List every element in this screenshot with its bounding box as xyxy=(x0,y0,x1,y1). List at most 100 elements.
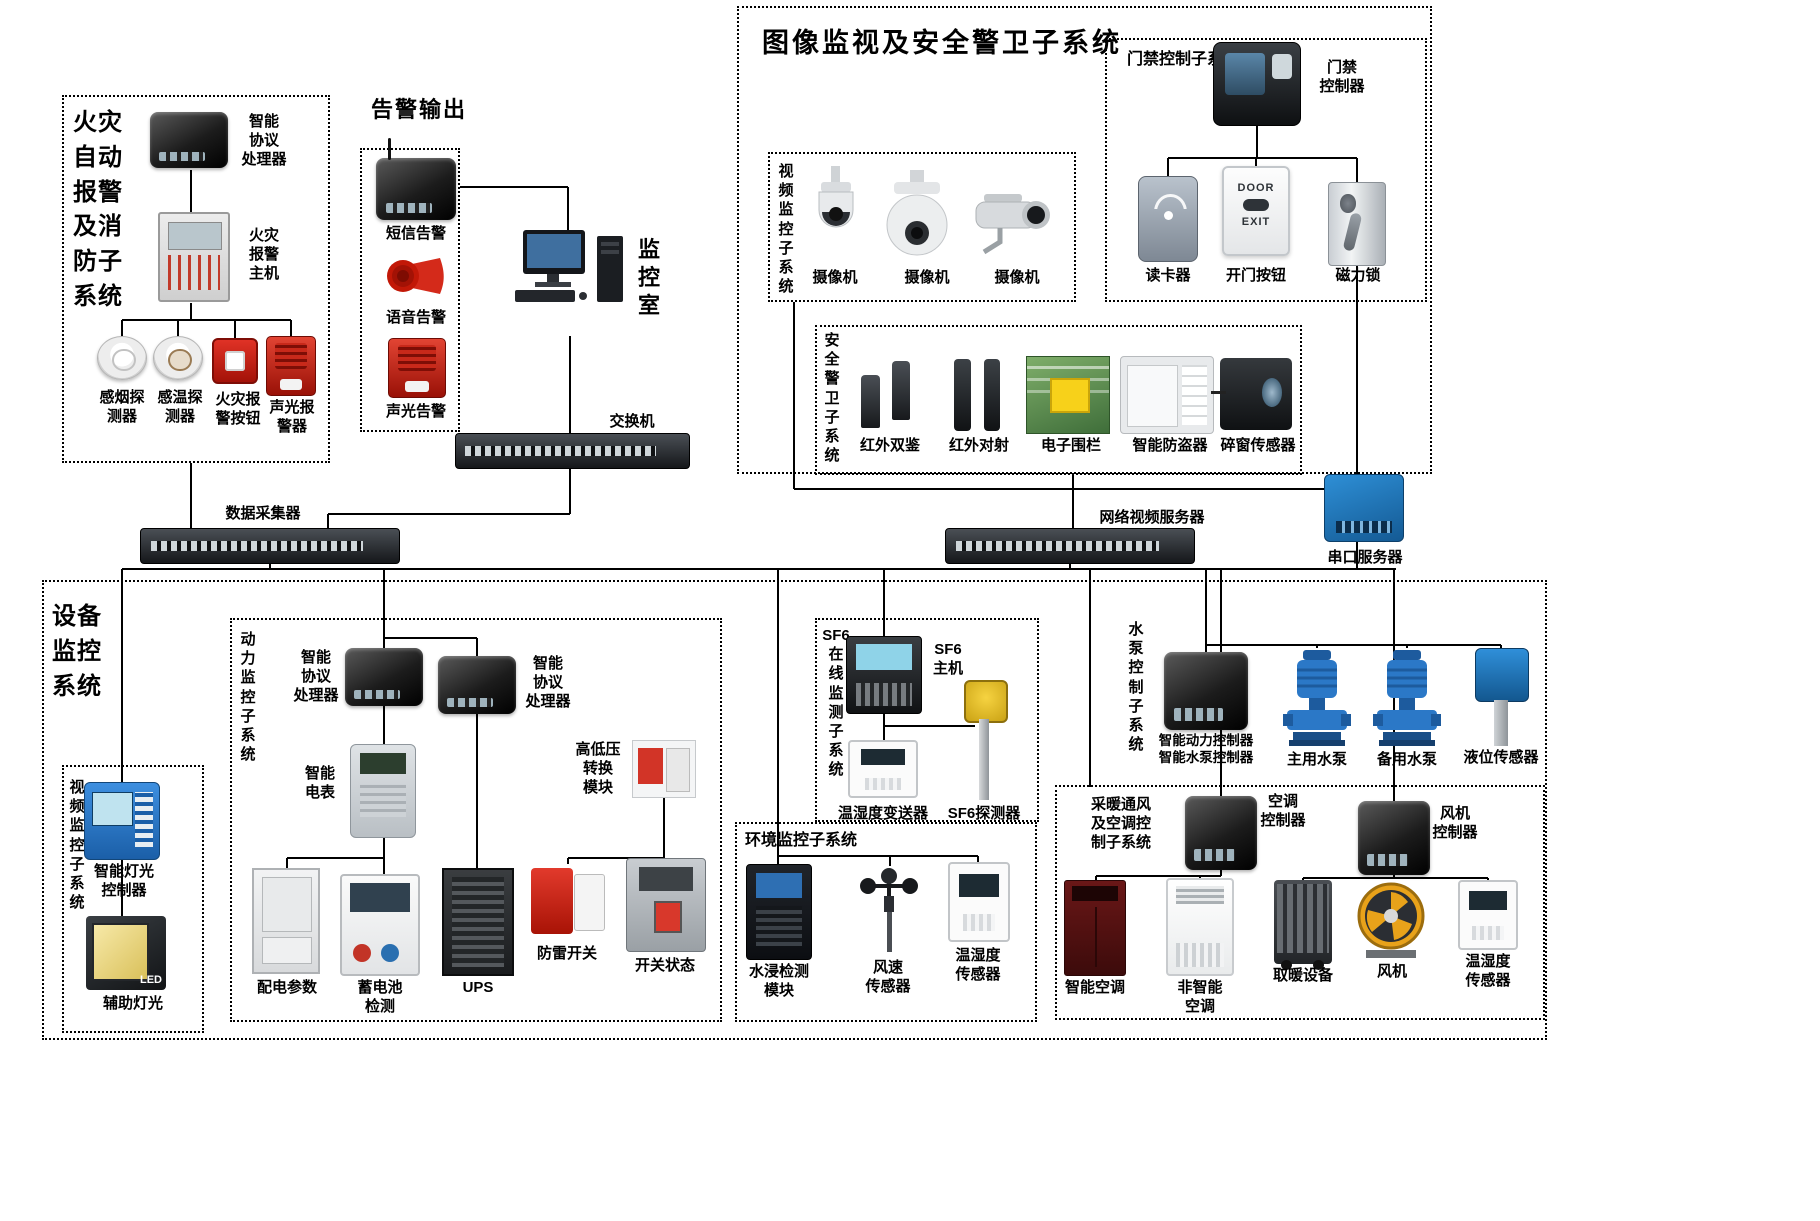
fire-alarm-host-label: 火灾 报警 主机 xyxy=(248,227,279,283)
sf6-host-label: SF6 主机 xyxy=(932,641,963,678)
fire-alarm-button-label: 火灾报 警按钮 xyxy=(215,391,261,428)
network-video-server-label: 网络视频服务器 xyxy=(1099,509,1205,526)
sound-light-alarm-image xyxy=(266,336,316,396)
network-switch-label: 交换机 xyxy=(609,413,655,430)
electronic-fence-image xyxy=(1026,356,1110,434)
card-reader-label: 读卡器 xyxy=(1145,267,1191,284)
monitor-room-title: 监 控 室 xyxy=(637,237,662,319)
smart-meter-image xyxy=(350,744,416,838)
access-control-title: 门禁控制子系统 xyxy=(1126,51,1239,68)
aux-light-image: LED xyxy=(86,916,166,990)
dome-camera-icon xyxy=(818,166,854,228)
env-monitor-box xyxy=(735,822,1037,1022)
pump-icon xyxy=(1373,650,1441,746)
non-smart-ac-image xyxy=(1166,878,1234,976)
bullet-camera-icon xyxy=(975,194,1050,255)
voice-alert-label: 语音告警 xyxy=(385,309,446,326)
smart-light-controller-image xyxy=(84,782,160,860)
access-controller-image xyxy=(1213,42,1301,126)
bullet-camera-image xyxy=(970,184,1062,259)
card-reader-image xyxy=(1138,176,1198,262)
smart-burglar-alarm-image xyxy=(1120,356,1214,434)
network-switch-image xyxy=(455,433,690,469)
battery-check-label: 蓄电池 检测 xyxy=(357,979,403,1016)
hv-lv-module-image xyxy=(632,740,696,798)
alarm-output-box xyxy=(360,148,460,432)
hvac-control-title: 采暖通风 及空调控 制子系统 xyxy=(1090,796,1151,852)
heating-device-label: 取暖设备 xyxy=(1272,967,1333,984)
smart-ac-label: 智能空调 xyxy=(1064,979,1125,996)
fire-alarm-button-image xyxy=(212,338,258,384)
glass-break-sensor-label: 碎窗传感器 xyxy=(1220,437,1296,454)
heating-device-image xyxy=(1274,880,1332,970)
door-button-door-text: DOOR xyxy=(1237,182,1275,194)
key-icon xyxy=(1243,199,1269,211)
device-monitor-title: 设备 监控 系统 xyxy=(52,603,102,700)
pump-icon xyxy=(1283,650,1351,746)
sf6-detector-label: SF6探测器 xyxy=(947,805,1021,822)
temp-detector-image xyxy=(153,336,203,380)
magnetic-lock-label: 磁力锁 xyxy=(1335,267,1381,284)
lightning-switch-image xyxy=(528,864,608,938)
switch-status-label: 开关状态 xyxy=(634,957,695,974)
sf6-host-image xyxy=(846,636,922,714)
network-video-server-image xyxy=(945,528,1195,564)
door-button-exit-text: EXIT xyxy=(1241,216,1271,228)
serial-server-label: 串口服务器 xyxy=(1327,549,1403,566)
led-text: LED xyxy=(140,974,162,986)
camera-2-label: 摄像机 xyxy=(904,269,950,286)
hvac-humiture-sensor-image xyxy=(1458,880,1518,950)
door-button-label: 开门按钮 xyxy=(1225,267,1286,284)
security-guard-box xyxy=(815,325,1302,475)
ups-image xyxy=(442,868,514,976)
temp-detector-label: 感温探 测器 xyxy=(157,389,203,426)
ir-dual-detector-image xyxy=(856,356,922,436)
camera-1-label: 摄像机 xyxy=(812,269,858,286)
wind-speed-sensor-image xyxy=(854,866,924,954)
door-button-image: DOOR EXIT xyxy=(1222,166,1290,256)
smart-burglar-alarm-label: 智能防盗器 xyxy=(1132,437,1208,454)
sound-light-alert-label: 声光告警 xyxy=(385,403,446,420)
access-controller-label: 门禁 控制器 xyxy=(1319,59,1365,96)
pump-controller-label: 智能动力控制器 智能水泵控制器 xyxy=(1158,733,1254,766)
ac-controller-label: 空调 控制器 xyxy=(1260,793,1306,830)
fan-label: 风机 xyxy=(1376,963,1407,980)
monitor-room-computer-image xyxy=(505,226,640,334)
data-collector-image xyxy=(140,528,400,564)
hvac-humiture-sensor-label: 温湿度 传感器 xyxy=(1465,953,1511,990)
smart-meter-label: 智能 电表 xyxy=(304,765,335,802)
power-distribution-cabinet-image xyxy=(252,868,320,974)
ir-beam-label: 红外对射 xyxy=(948,437,1009,454)
anemometer-icon xyxy=(860,868,918,952)
ups-label: UPS xyxy=(462,979,494,996)
env-monitor-title: 环境监控子系统 xyxy=(744,832,857,849)
voice-alert-image xyxy=(382,244,448,306)
water-leak-module-label: 水浸检测 模块 xyxy=(748,963,809,1000)
level-sensor-label: 液位传感器 xyxy=(1463,749,1539,766)
power-distribution-label: 配电参数 xyxy=(256,979,317,996)
hv-lv-module-label: 高低压 转换 模块 xyxy=(575,741,621,797)
fan-controller-label: 风机 控制器 xyxy=(1432,805,1478,842)
pump-control-title: 水 泵 控 制 子 系 统 xyxy=(1128,621,1144,754)
aux-light-label: 辅助灯光 xyxy=(102,995,163,1012)
hvac-control-box xyxy=(1055,785,1545,1020)
power-protocol-processor-1-label: 智能 协议 处理器 xyxy=(293,649,339,705)
backup-pump-image xyxy=(1373,648,1441,750)
video-surveillance-title: 视 频 监 控 子 系 统 xyxy=(778,163,794,296)
main-pump-image xyxy=(1283,648,1351,750)
ir-dual-detector-label: 红外双鉴 xyxy=(859,437,920,454)
sound-light-alarm-label: 声光报 警器 xyxy=(269,399,315,436)
bottom-video-box xyxy=(62,765,204,1033)
sf6-detector-image xyxy=(954,680,1014,802)
sf6-monitor-box xyxy=(815,618,1039,822)
sf6-monitor-title: SF6 在 线 监 测 子 系 统 xyxy=(822,627,850,779)
electronic-fence-label: 电子围栏 xyxy=(1040,437,1101,454)
alarm-output-title: 告警输出 xyxy=(370,97,467,122)
device-monitor-box xyxy=(42,580,1547,1040)
water-leak-module-image xyxy=(746,864,812,960)
pump-controller-image xyxy=(1164,652,1248,730)
camera-3-label: 摄像机 xyxy=(994,269,1040,286)
surveillance-system-title: 图像监视及安全警卫子系统 xyxy=(762,28,1122,58)
humiture-transmitter-label: 温湿度变送器 xyxy=(837,805,928,822)
